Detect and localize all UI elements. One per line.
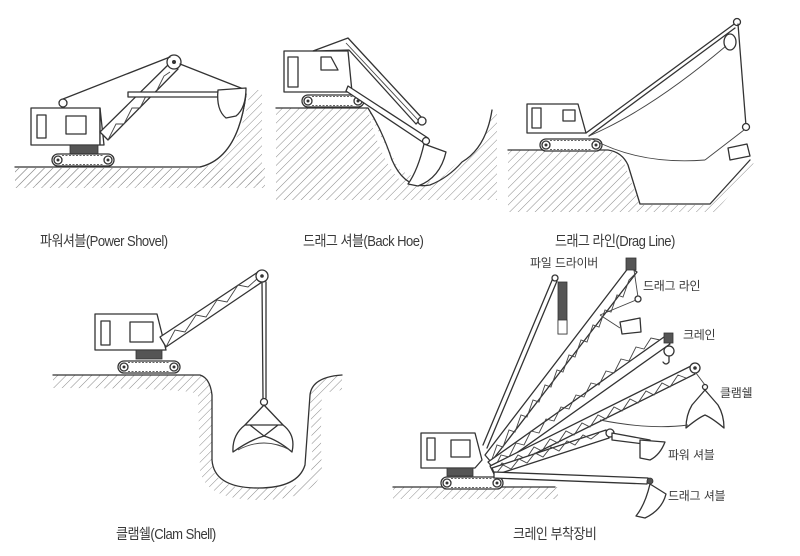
power-shovel-figure: [14, 54, 265, 188]
clamshell-attachment: [685, 389, 725, 429]
dragline-bucket: [727, 143, 751, 161]
lattice-boom: [99, 62, 179, 141]
caption-power-shovel: 파워셔블(Power Shovel): [40, 234, 168, 250]
label-clam-shell: 클램쉘: [720, 386, 753, 400]
caption-back-hoe: 드래그 셔블(Back Hoe): [303, 234, 424, 250]
caption-crane-attachments: 크레인 부착장비: [513, 527, 597, 543]
back-hoe-figure: [275, 37, 497, 200]
ground-hatch: [15, 90, 265, 188]
backhoe-bucket: [407, 143, 447, 187]
label-pile-driver: 파일 드라이버: [530, 256, 598, 270]
shovel-attachment: [639, 439, 666, 461]
label-drag-line: 드래그 라인: [643, 279, 701, 293]
drag-line-figure: [507, 17, 755, 212]
clam-bucket: [232, 404, 294, 453]
label-crane: 크레인: [683, 328, 716, 342]
pit-outline: [52, 374, 343, 489]
label-power-shovel: 파워 셔블: [668, 448, 715, 462]
dragline-bucket-attachment: [619, 317, 642, 335]
label-drag-shovel: 드래그 셔블: [668, 489, 726, 503]
pit-outline: [275, 107, 493, 187]
clam-shell-figure: [52, 269, 343, 500]
shovel-bucket: [217, 87, 247, 119]
crane-attachments-figure: [392, 257, 725, 519]
caption-drag-line: 드래그 라인(Drag Line): [555, 234, 675, 250]
drag-shovel-attachment: [635, 483, 667, 519]
caption-clam-shell: 클램쉘(Clam Shell): [116, 527, 216, 543]
crawler-track: [51, 153, 115, 167]
